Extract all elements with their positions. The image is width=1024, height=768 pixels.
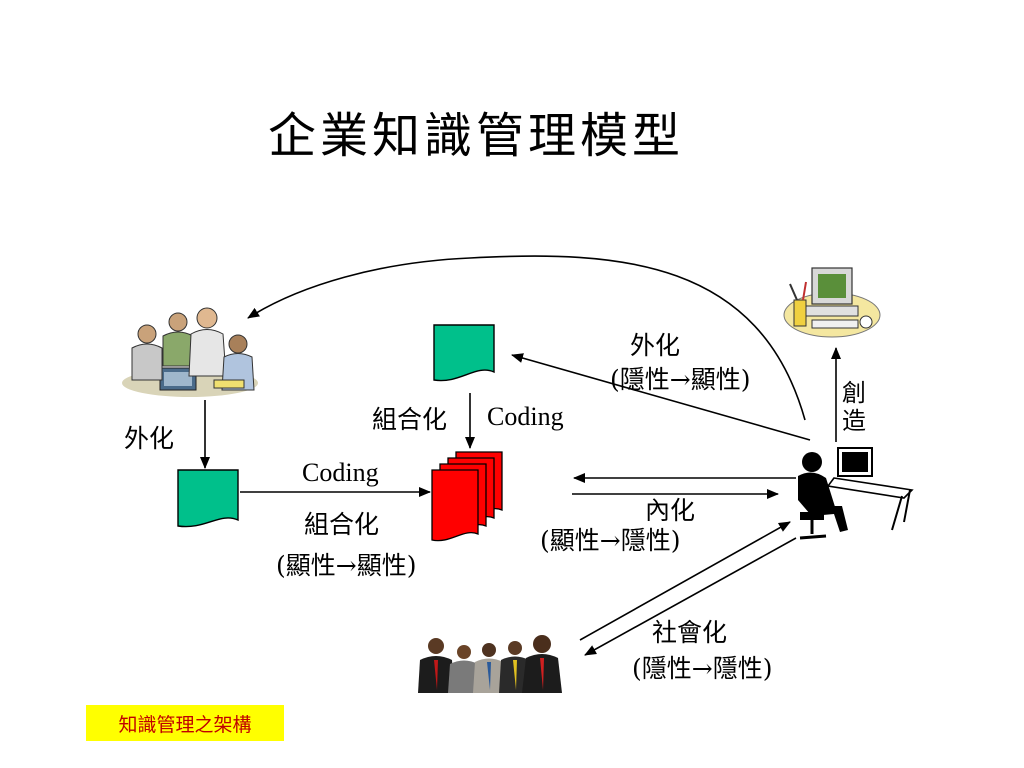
page-title: 企業知識管理模型 bbox=[268, 108, 685, 164]
label-externalization-left: 外化 bbox=[124, 424, 175, 453]
business-group-icon bbox=[418, 635, 562, 693]
arrow-person-to-topdoc bbox=[511, 353, 811, 441]
document-green-top bbox=[433, 324, 495, 382]
arrow-socialization-down bbox=[584, 537, 797, 656]
curve-arrow bbox=[247, 255, 806, 421]
footer-badge: 知識管理之架構 bbox=[86, 705, 284, 741]
label-explicit-to-tacit: (顯性→隱性) bbox=[540, 526, 681, 555]
label-combination-top: 組合化 bbox=[372, 405, 448, 434]
label-explicit-to-explicit: (顯性→顯性) bbox=[276, 551, 417, 580]
team-meeting-icon bbox=[122, 307, 258, 397]
label-internalization: 內化 bbox=[645, 496, 696, 525]
computer-icon bbox=[783, 267, 881, 338]
label-socialization: 社會化 bbox=[652, 618, 728, 647]
label-coding-top: Coding bbox=[487, 402, 564, 431]
document-stack-red bbox=[431, 451, 503, 542]
label-coding-mid: Coding bbox=[302, 458, 379, 487]
label-creation: 創造 bbox=[842, 379, 866, 435]
label-tacit-to-explicit: (隱性→顯性) bbox=[610, 365, 751, 394]
footer-text: 知識管理之架構 bbox=[118, 713, 252, 736]
arrow-socialization-up bbox=[579, 521, 791, 641]
person-at-computer-icon bbox=[798, 447, 914, 540]
label-tacit-to-tacit: (隱性→隱性) bbox=[632, 654, 773, 683]
label-externalization-right: 外化 bbox=[630, 331, 681, 360]
label-combination-mid: 組合化 bbox=[304, 510, 380, 539]
document-green-left bbox=[177, 469, 239, 528]
